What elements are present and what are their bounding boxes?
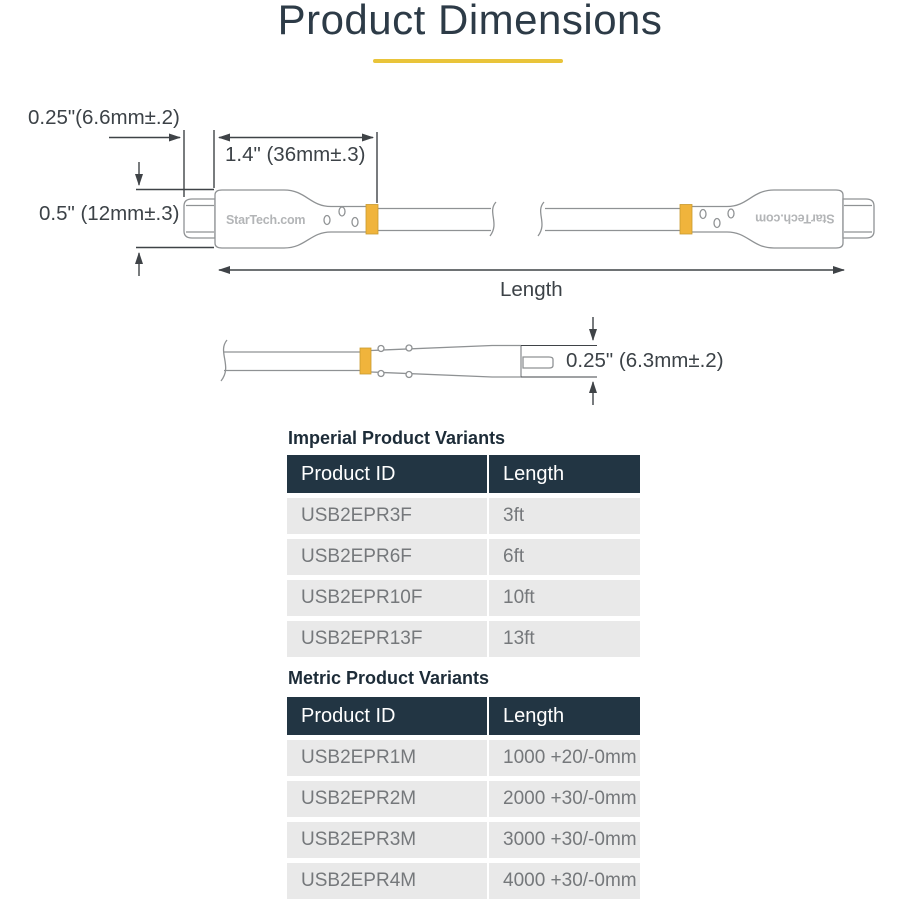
top-view-accent-band <box>359 347 372 375</box>
length-cell: 2000 +30/-0mm <box>489 781 640 817</box>
top-view-dots <box>377 344 413 379</box>
metric-variants-table: Product ID Length USB2EPR1M 1000 +20/-0m… <box>287 697 640 899</box>
dimension-lines <box>109 130 845 405</box>
product-id-cell: USB2EPR4M <box>287 863 487 899</box>
dim-label-plug-length: 0.25"(6.6mm±.2) <box>28 106 180 129</box>
length-cell: 6ft <box>489 539 640 575</box>
imperial-variants-table: Product ID Length USB2EPR3F 3ft USB2EPR6… <box>287 455 640 657</box>
length-cell: 3000 +30/-0mm <box>489 822 640 858</box>
connector-top-view <box>220 339 554 382</box>
length-cell: 1000 +20/-0mm <box>489 740 640 776</box>
length-cell: 13ft <box>489 621 640 657</box>
table-row: USB2EPR2M 2000 +30/-0mm <box>287 781 640 817</box>
right-strain-relief-dots <box>699 208 735 229</box>
plug-top-view <box>522 356 554 369</box>
product-id-cell: USB2EPR13F <box>287 621 487 657</box>
dim-label-cable-length: Length <box>500 278 563 301</box>
left-plug <box>183 198 216 239</box>
accent-bands <box>359 204 693 375</box>
product-id-cell: USB2EPR2M <box>287 781 487 817</box>
dim-label-molding-length: 1.4" (36mm±.3) <box>225 143 366 166</box>
left-accent-band <box>365 204 379 235</box>
table-header-row: Product ID Length <box>287 455 640 493</box>
page-title: Product Dimensions <box>277 0 663 43</box>
metric-table-title: Metric Product Variants <box>288 668 490 688</box>
column-header-product-id: Product ID <box>287 455 487 493</box>
dim-label-connector-thickness: 0.25" (6.3mm±.2) <box>566 349 724 372</box>
cable-break-right <box>537 201 545 237</box>
right-accent-band <box>679 204 693 235</box>
table-row: USB2EPR3F 3ft <box>287 498 640 534</box>
cable-artwork <box>183 189 875 382</box>
dim-label-connector-height: 0.5" (12mm±.3) <box>39 202 180 225</box>
column-header-length: Length <box>489 697 640 735</box>
cable-break-top-view <box>220 339 228 382</box>
left-strain-relief-dots <box>323 206 359 228</box>
table-row: USB2EPR13F 13ft <box>287 621 640 657</box>
cable-break-left <box>489 201 497 237</box>
cable-line <box>378 201 681 237</box>
brand-logo-left: StarTech.com <box>226 213 305 227</box>
product-id-cell: USB2EPR3M <box>287 822 487 858</box>
table-row: USB2EPR3M 3000 +30/-0mm <box>287 822 640 858</box>
product-id-cell: USB2EPR6F <box>287 539 487 575</box>
table-header-row: Product ID Length <box>287 697 640 735</box>
length-cell: 3ft <box>489 498 640 534</box>
product-id-cell: USB2EPR1M <box>287 740 487 776</box>
imperial-table-title: Imperial Product Variants <box>288 428 506 448</box>
table-row: USB2EPR6F 6ft <box>287 539 640 575</box>
title-accent-underline <box>373 59 563 63</box>
length-cell: 10ft <box>489 580 640 616</box>
length-cell: 4000 +30/-0mm <box>489 863 640 899</box>
product-id-cell: USB2EPR3F <box>287 498 487 534</box>
column-header-length: Length <box>489 455 640 493</box>
column-header-product-id: Product ID <box>287 697 487 735</box>
table-row: USB2EPR4M 4000 +30/-0mm <box>287 863 640 899</box>
brand-logo-right: StarTech.com <box>755 212 834 226</box>
table-row: USB2EPR1M 1000 +20/-0mm <box>287 740 640 776</box>
right-plug <box>842 198 875 239</box>
product-id-cell: USB2EPR10F <box>287 580 487 616</box>
table-row: USB2EPR10F 10ft <box>287 580 640 616</box>
